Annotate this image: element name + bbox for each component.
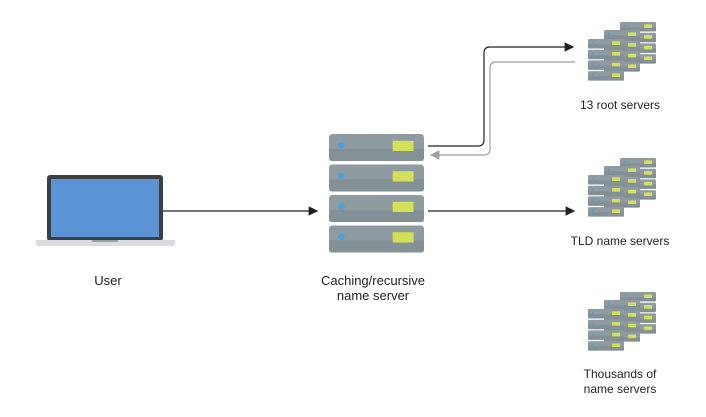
laptop-icon <box>36 175 175 246</box>
server-unit <box>588 49 624 60</box>
server-unit <box>620 158 656 168</box>
server-unit <box>329 225 424 253</box>
server-unit <box>588 60 624 70</box>
tld-servers-icon <box>588 158 656 217</box>
resolver-label-line2: name server <box>336 288 410 303</box>
server-unit <box>588 319 624 330</box>
arrow-root-to-resolver <box>429 61 575 160</box>
server-unit <box>588 196 624 206</box>
server-unit <box>604 300 640 310</box>
server-unit <box>588 185 624 196</box>
resolver-label: Caching/recursive name server <box>290 273 456 303</box>
server-unit <box>604 30 640 40</box>
auth-label-line2: name servers <box>583 382 657 396</box>
server-unit <box>604 166 640 176</box>
server-unit <box>588 39 624 49</box>
root-label: 13 root servers <box>579 98 661 112</box>
auth-label-line1: Thousands of <box>583 367 657 381</box>
tld-label: TLD name servers <box>570 234 670 248</box>
server-unit <box>620 22 656 32</box>
server-unit <box>329 134 424 161</box>
resolver-label-line1: Caching/recursive <box>320 273 426 288</box>
server-unit <box>588 207 624 217</box>
server-unit <box>588 330 624 340</box>
user-label: User <box>94 273 122 288</box>
server-unit <box>620 292 656 302</box>
authoritative-servers-icon <box>588 292 656 351</box>
server-unit <box>329 195 424 222</box>
arrow-resolver-to-root <box>428 42 575 147</box>
root-servers-icon <box>588 22 656 81</box>
server-unit <box>329 164 424 192</box>
resolver-server-icon <box>329 134 424 253</box>
server-unit <box>588 71 624 81</box>
server-unit <box>588 341 624 351</box>
auth-label: Thousands of name servers <box>560 367 680 397</box>
server-unit <box>588 309 624 319</box>
server-unit <box>588 175 624 185</box>
